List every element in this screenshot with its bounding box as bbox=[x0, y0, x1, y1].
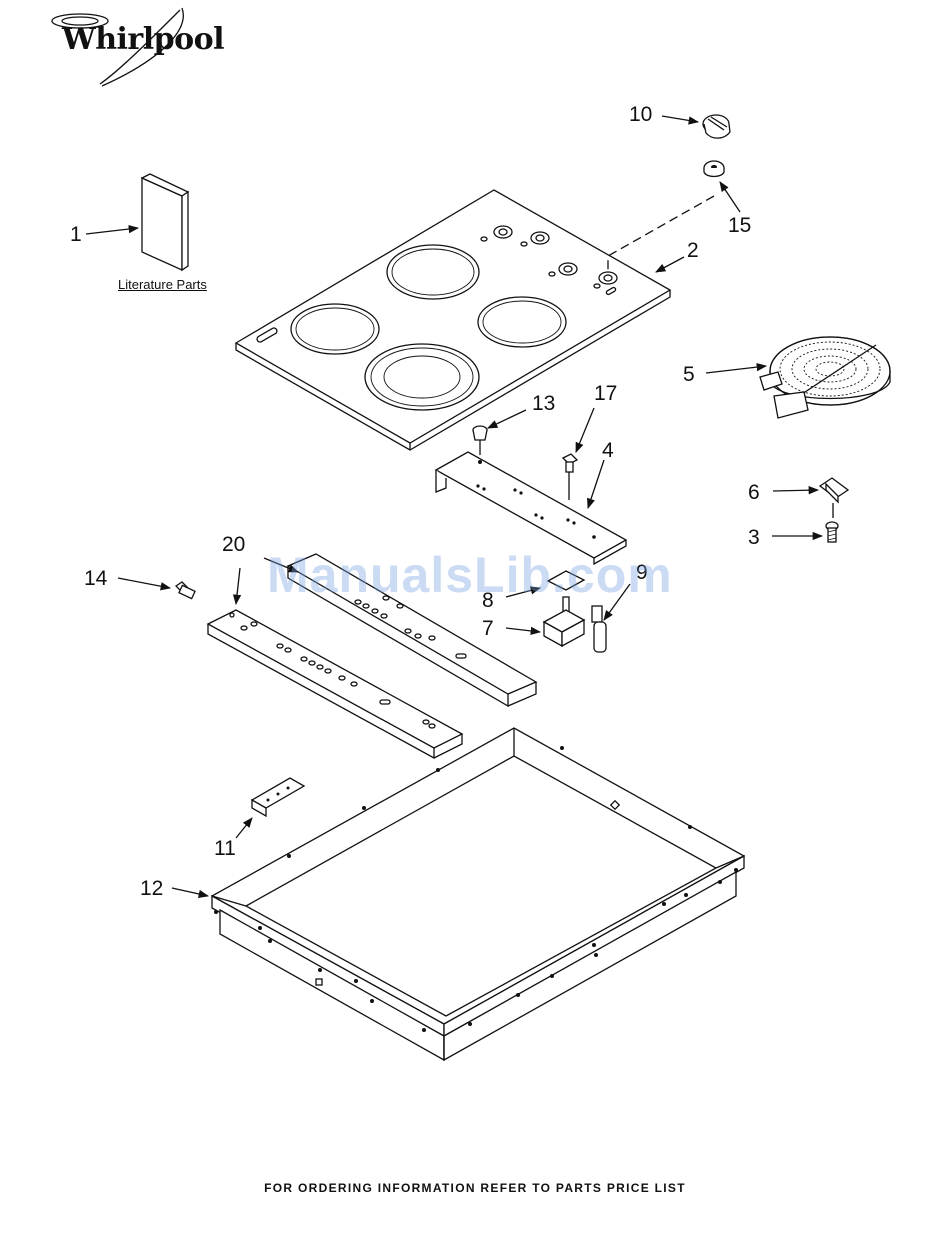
part-11-bracket bbox=[252, 778, 304, 816]
callout-14: 14 bbox=[84, 568, 107, 589]
callout-6: 6 bbox=[748, 482, 760, 503]
part-3-screw bbox=[826, 522, 838, 542]
callout-10: 10 bbox=[629, 104, 652, 125]
part-5-heating-element bbox=[760, 337, 890, 418]
footer-note: FOR ORDERING INFORMATION REFER TO PARTS … bbox=[0, 1181, 950, 1195]
callout-4: 4 bbox=[602, 440, 614, 461]
part-9-sensor bbox=[592, 606, 606, 652]
callout-3: 3 bbox=[748, 527, 760, 548]
part-14-screw bbox=[176, 582, 195, 599]
callout-13: 13 bbox=[532, 393, 555, 414]
part-6-clip bbox=[820, 478, 848, 518]
watermark: ManualsLib.com bbox=[267, 546, 673, 604]
callout-20: 20 bbox=[222, 534, 245, 555]
part-17-screw bbox=[563, 454, 577, 500]
part-10-knob bbox=[703, 115, 730, 138]
part-7-switch bbox=[544, 597, 584, 646]
callout-11: 11 bbox=[214, 838, 236, 859]
part-2-cooktop-glass bbox=[236, 190, 670, 450]
callout-7: 7 bbox=[482, 618, 494, 639]
callout-5: 5 bbox=[683, 364, 695, 385]
part-13-grommet bbox=[473, 426, 487, 455]
part-1-literature bbox=[142, 174, 188, 270]
brand-name: Whirlpool bbox=[62, 22, 224, 57]
part-15-washer bbox=[704, 161, 724, 177]
callout-1: 1 bbox=[70, 224, 82, 245]
callout-2: 2 bbox=[687, 240, 699, 261]
part-12-tray bbox=[212, 728, 744, 1060]
literature-parts-label: Literature Parts bbox=[118, 277, 207, 292]
callout-12: 12 bbox=[140, 878, 163, 899]
callout-17: 17 bbox=[594, 383, 617, 404]
callout-15: 15 bbox=[728, 215, 751, 236]
